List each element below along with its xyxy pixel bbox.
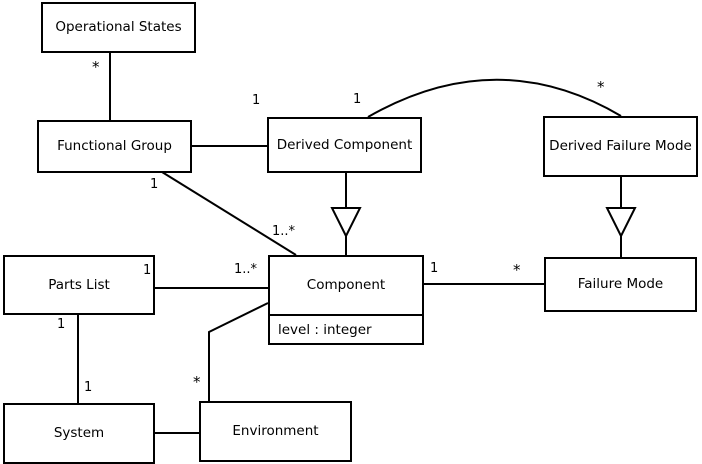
association-line: [208, 302, 269, 401]
class-name-label: Environment: [232, 423, 319, 440]
class-name-label: Derived Component: [276, 136, 413, 153]
generalization-triangle-icon: [330, 207, 362, 239]
multiplicity-label-m-fg-comp: 1: [150, 177, 159, 192]
uml-class-derived-failure-mode[interactable]: Derived Failure Mode: [543, 116, 698, 177]
uml-class-failure-mode[interactable]: Failure Mode: [544, 257, 697, 312]
class-name-label: Derived Failure Mode: [549, 138, 692, 155]
class-name-label: Parts List: [48, 276, 110, 293]
association-arc: [367, 78, 622, 118]
generalization-triangle-icon: [605, 207, 637, 239]
class-name-label: System: [53, 425, 105, 442]
relationship-component-environment[interactable]: [208, 302, 269, 401]
uml-class-operational-states[interactable]: Operational States: [41, 2, 196, 53]
uml-class-system[interactable]: System: [3, 403, 155, 464]
uml-class-component[interactable]: Component level : integer: [268, 255, 424, 345]
relationship-derivedcomponent-component[interactable]: [330, 173, 362, 255]
class-attribute-row: level : integer: [270, 314, 422, 343]
multiplicity-label-m-opstates: *: [92, 58, 100, 76]
multiplicity-label-m-fg-dc: 1: [252, 93, 261, 108]
multiplicity-label-m-pl-right: 1: [143, 263, 152, 278]
class-name-label: Operational States: [55, 19, 182, 36]
class-name-label: Component: [306, 277, 386, 294]
multiplicity-label-m-dc-arc: 1: [353, 92, 362, 107]
multiplicity-label-m-dfm-arc: *: [597, 78, 605, 96]
multiplicity-label-m-comp-pl: 1..*: [234, 262, 258, 277]
relationship-derivedfailuremode-failuremode[interactable]: [605, 177, 637, 257]
multiplicity-label-m-pl-down: 1: [57, 317, 66, 332]
association-line: [161, 171, 297, 256]
relationship-functionalgroup-component[interactable]: [161, 171, 297, 256]
class-name-label: Failure Mode: [577, 276, 664, 293]
class-name-label: Functional Group: [57, 138, 172, 155]
uml-class-parts-list[interactable]: Parts List: [3, 255, 155, 315]
uml-class-derived-component[interactable]: Derived Component: [267, 117, 422, 173]
multiplicity-label-m-env-comp: *: [193, 373, 201, 391]
multiplicity-label-m-comp-fg: 1..*: [272, 224, 296, 239]
relationship-derivedcomponent-derivedfailuremode[interactable]: [367, 78, 622, 118]
uml-class-environment[interactable]: Environment: [199, 401, 352, 462]
multiplicity-label-m-comp-fm: 1: [430, 261, 439, 276]
uml-class-functional-group[interactable]: Functional Group: [37, 120, 192, 173]
multiplicity-label-m-sys-up: 1: [84, 380, 93, 395]
multiplicity-label-m-fm-comp: *: [513, 261, 521, 279]
